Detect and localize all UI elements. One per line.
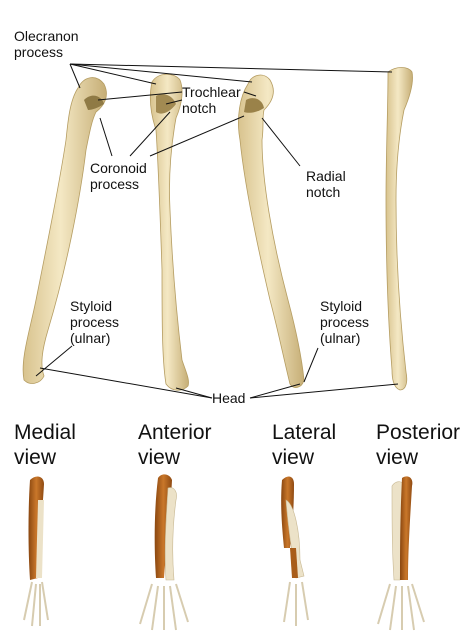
view-label-anterior: Anterior view — [138, 421, 212, 469]
thumbnail-lateral — [281, 476, 309, 626]
leader-trochlear-anterior — [165, 99, 183, 105]
leader-coronoid-anterior — [129, 111, 171, 157]
leader-styloid-right — [303, 347, 319, 383]
leader-head-posterior — [249, 383, 399, 399]
leader-olecranon-lateral — [69, 63, 253, 83]
leader-coronoid-medial — [99, 117, 113, 157]
leader-trochlear-lateral — [243, 91, 257, 97]
leader-head-medial — [39, 367, 213, 399]
leader-radial-notch — [261, 117, 301, 167]
leader-lines — [35, 63, 399, 399]
label-radial-notch: Radial notch — [306, 168, 346, 200]
thumbnail-anterior — [139, 474, 189, 631]
leader-olecranon-anterior — [69, 63, 157, 85]
label-head: Head — [212, 390, 246, 406]
label-trochlear-notch: Trochlear notch — [182, 84, 241, 116]
thumbnail-medial — [23, 476, 49, 627]
view-label-lateral: Lateral view — [272, 421, 337, 469]
label-olecranon-process: Olecranon process — [14, 28, 79, 60]
view-label-medial: Medial view — [14, 421, 76, 469]
view-label-posterior: Posterior view — [376, 421, 461, 469]
ulna-medial-view — [22, 77, 107, 384]
label-coronoid-process: Coronoid process — [90, 160, 147, 192]
leader-coronoid-lateral — [149, 115, 245, 157]
thumbnail-posterior — [377, 476, 425, 631]
ulna-lateral-view — [238, 74, 305, 388]
leader-head-lateral — [249, 383, 301, 399]
leader-head-anterior — [175, 387, 213, 399]
label-styloid-process-left: Styloid process (ulnar) — [70, 298, 120, 346]
ulna-posterior-view — [385, 67, 413, 391]
leader-olecranon-medial — [69, 63, 81, 89]
leader-trochlear-medial — [97, 91, 183, 101]
ulna-anterior-view — [149, 73, 189, 391]
leader-styloid-left — [35, 345, 73, 377]
leader-olecranon-posterior — [69, 63, 393, 73]
label-styloid-process-right: Styloid process (ulnar) — [320, 298, 370, 346]
